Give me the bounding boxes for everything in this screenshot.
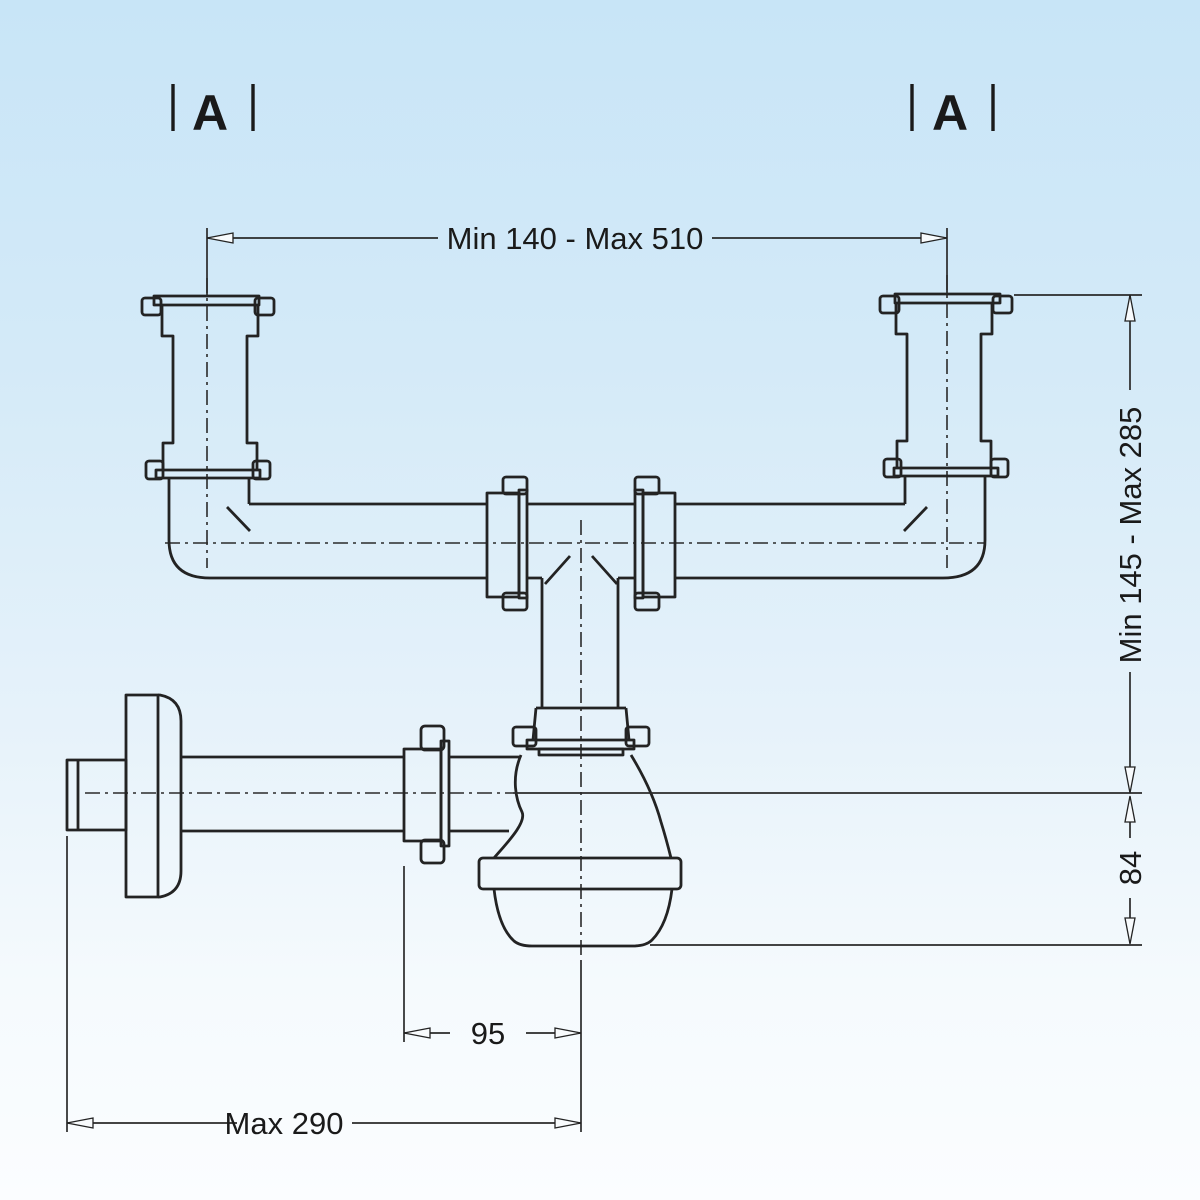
left-elbow-outer [167, 478, 211, 580]
trap-cup [492, 888, 674, 948]
tee-right-nut-ear-top [633, 475, 661, 496]
arrowhead-down [1124, 766, 1136, 794]
section-marker-left: A [171, 84, 255, 141]
drop-pipe [540, 578, 620, 708]
inlet-nut-ear-bottom [419, 838, 446, 865]
right-top-ear-left [878, 294, 901, 315]
tee-funnel-lines [543, 555, 619, 585]
dimension-trap-depth: 84 [1113, 795, 1148, 945]
arrowhead-left [66, 1117, 94, 1129]
wall-flange-cap [158, 693, 183, 899]
left-lower-flange [154, 468, 262, 480]
tee-left-nut [485, 491, 521, 599]
arrowhead-up [1124, 795, 1136, 823]
dimension-top-width: Min 140 - Max 510 [206, 221, 948, 256]
right-tailpiece [878, 292, 1014, 580]
left-tailpiece-outline-left [160, 305, 175, 470]
right-elbow-outer [942, 476, 987, 580]
trap-nut-lip [537, 747, 625, 757]
centerlines [85, 275, 985, 958]
trap-nut-ear-left [511, 725, 538, 748]
dim-label-trap-depth: 84 [1113, 851, 1148, 885]
right-lower-flange [892, 466, 1000, 478]
trap-body-right-outline [629, 754, 673, 859]
dim-label-offset: 95 [471, 1016, 505, 1051]
trap-inlet-nut [402, 747, 443, 843]
wall-pipe-stub [65, 758, 128, 832]
tee-left-nut-ear-top [501, 475, 529, 496]
trap-collar-ring [477, 856, 683, 891]
dimension-offset: 95 [403, 1016, 582, 1051]
left-elbow-miter [225, 506, 252, 532]
arrowhead-right [554, 1117, 582, 1129]
horizontal-pipe [210, 502, 943, 580]
arrowhead-left [403, 1027, 431, 1039]
wall-flange-plate [124, 693, 160, 899]
arrowhead-up [1124, 294, 1136, 322]
trap-body-left-outline [492, 754, 525, 859]
left-top-ear-left [140, 296, 163, 317]
arrowhead-down [1124, 917, 1136, 945]
dimension-outlet-length: Max 290 [66, 1106, 582, 1141]
inlet-washer [439, 739, 451, 848]
right-top-flange [893, 292, 1002, 305]
right-tailpiece-outline-right [979, 303, 994, 468]
section-label-right: A [932, 85, 968, 141]
dim-label-top-width: Min 140 - Max 510 [447, 221, 704, 256]
outlet-assembly [65, 693, 521, 899]
arrowhead-right [554, 1027, 582, 1039]
arrowhead-left [206, 232, 234, 244]
left-tailpiece-outline-right [245, 305, 260, 470]
drawing [65, 292, 1014, 948]
dimension-right-height: Min 145 - Max 285 [1113, 294, 1148, 794]
dimensions: Min 140 - Max 510 Min 145 - Max 285 84 9… [66, 221, 1148, 1141]
tee-connector [485, 475, 677, 612]
section-marker-right: A [910, 84, 995, 141]
inlet-nut-ear-top [419, 724, 446, 752]
section-label-left: A [192, 85, 228, 141]
right-top-ear-right [991, 294, 1014, 315]
right-tailpiece-outline-left [894, 303, 909, 468]
dim-label-outlet-length: Max 290 [225, 1106, 344, 1141]
tee-left-nut-ear-bottom [501, 591, 529, 612]
left-top-ear-right [253, 296, 276, 317]
trap-nut-ear-right [624, 725, 651, 748]
tee-right-nut [641, 491, 677, 599]
tee-right-nut-ear-bottom [633, 591, 661, 612]
section-markers: A A [171, 84, 995, 141]
trap-top-nut [531, 706, 631, 741]
left-tailpiece [140, 294, 276, 580]
bottle-trap [477, 706, 683, 948]
right-elbow-miter [902, 506, 929, 532]
dim-label-right-height: Min 145 - Max 285 [1113, 407, 1148, 664]
arrowhead-right [920, 232, 948, 244]
